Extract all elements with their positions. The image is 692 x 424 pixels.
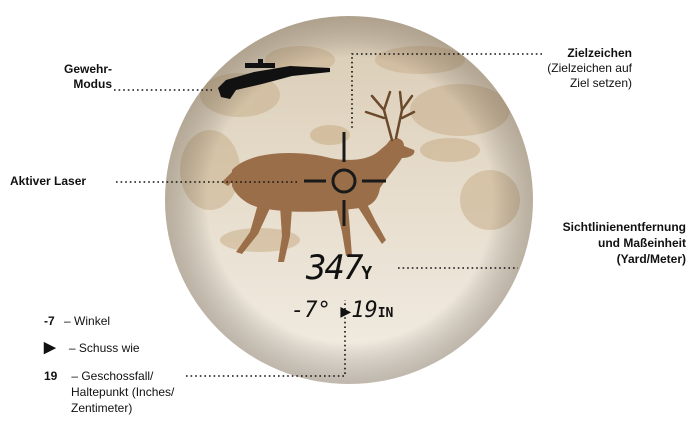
legend-key-angle: -7 [44, 314, 55, 328]
distance-label-3: (Yard/Meter) [500, 252, 686, 267]
reticle-note-2: Ziel setzen) [520, 76, 632, 91]
rifle-mode-line-2: Modus [44, 77, 112, 92]
angle-value: -7° [291, 298, 331, 323]
legend-key-holdover: 19 [44, 369, 64, 384]
distance-readout: 347Y [306, 248, 372, 288]
shoot-as-legend-icon: ▶ [44, 339, 56, 356]
legend-text-angle: – Winkel [64, 314, 110, 328]
angle-holdover-readout: -7° ▶19IN [291, 298, 393, 323]
rifle-mode-line-1: Gewehr- [44, 62, 112, 77]
holdover-value: 19 [351, 298, 378, 323]
reticle-note-1: (Zielzeichen auf [520, 61, 632, 76]
legend-text-holdover-1: – Geschossfall/ [71, 369, 153, 383]
scope-view [160, 10, 540, 390]
legend-text-holdover-2: Haltepunkt (Inches/ [71, 385, 174, 400]
distance-unit: Y [361, 263, 372, 284]
distance-label-2: und Maßeinheit [500, 236, 686, 251]
legend-item-shoot-as: ▶ – Schuss wie [44, 340, 140, 356]
reticle-label: Zielzeichen (Zielzeichen auf Ziel setzen… [520, 46, 632, 91]
shoot-as-arrow-icon: ▶ [340, 301, 351, 322]
active-laser-label: Aktiver Laser [10, 174, 86, 189]
distance-label: Sichtlinienentfernung und Maßeinheit (Ya… [500, 220, 686, 267]
reticle-title: Zielzeichen [520, 46, 632, 61]
legend-text-shoot-as: – Schuss wie [69, 341, 140, 355]
distance-value: 347 [306, 248, 361, 288]
holdover-unit: IN [378, 306, 394, 321]
legend-item-holdover: 19 – Geschossfall/ [44, 369, 153, 384]
rifle-mode-label: Gewehr- Modus [44, 62, 112, 92]
distance-label-1: Sichtlinienentfernung [500, 220, 686, 235]
legend-item-angle: -7 – Winkel [44, 314, 110, 329]
legend-text-holdover-3: Zentimeter) [71, 401, 132, 416]
